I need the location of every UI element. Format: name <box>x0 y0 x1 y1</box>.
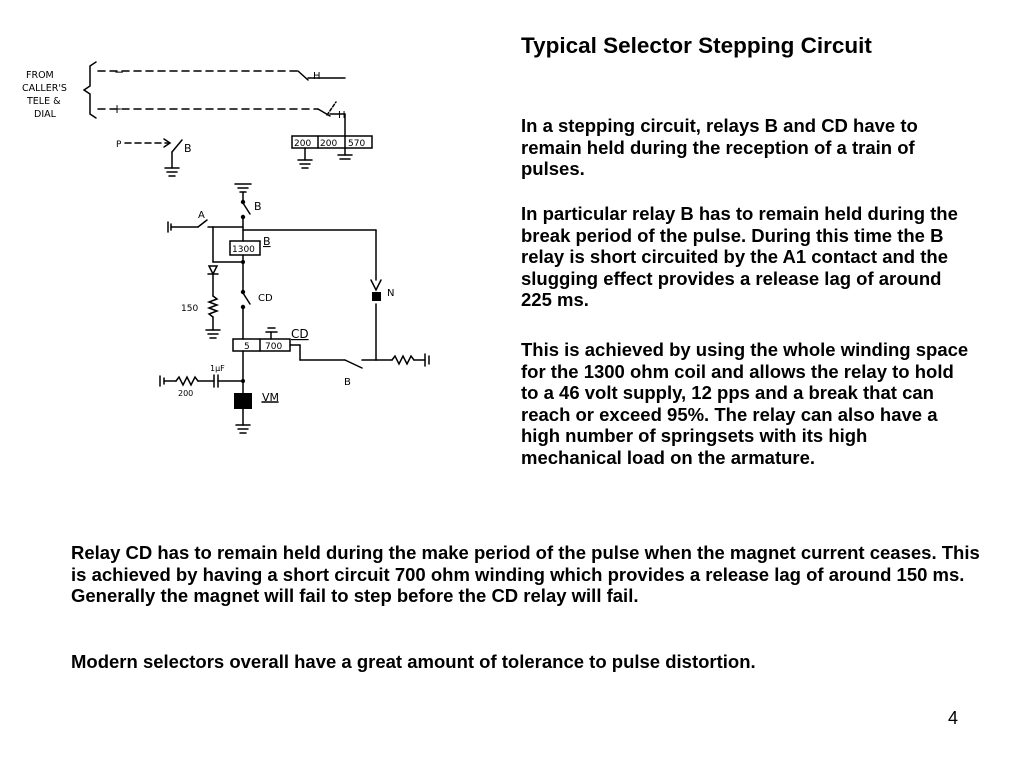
label-dial: DIAL <box>34 109 57 120</box>
label-cd-relay: CD <box>291 327 309 341</box>
slide-title: Typical Selector Stepping Circuit <box>521 33 872 58</box>
label-p: P <box>116 140 122 150</box>
label-tele: TELE & <box>26 96 61 107</box>
label-b-relay: B <box>263 235 271 248</box>
label-cd5: 5 <box>244 342 250 352</box>
label-h2: H <box>338 110 346 121</box>
label-res-200a: 200 <box>294 139 311 149</box>
stepping-circuit-diagram: FROM CALLER'S TELE & DIAL − + H H 200 20… <box>22 61 430 434</box>
label-200: 200 <box>178 389 193 398</box>
label-cap: 1μF <box>210 364 225 373</box>
label-b-contact: B <box>184 142 192 155</box>
label-plus: + <box>112 102 122 116</box>
label-from: FROM <box>26 70 54 81</box>
label-vm: VM <box>262 391 279 404</box>
label-res-570: 570 <box>348 139 365 149</box>
label-b-bottom: B <box>344 377 351 388</box>
paragraph-tolerance: Modern selectors overall have a great am… <box>71 651 756 672</box>
label-a: A <box>198 210 205 221</box>
label-callers: CALLER'S <box>22 83 67 94</box>
label-1300: 1300 <box>232 245 255 255</box>
label-res-200b: 200 <box>320 139 337 149</box>
label-150: 150 <box>181 304 198 314</box>
label-n: N <box>387 288 394 299</box>
page-number: 4 <box>948 708 959 728</box>
label-cd700: 700 <box>265 342 282 352</box>
paragraph-stepping-intro: In a stepping circuit, relays B and CD h… <box>521 115 918 180</box>
paragraph-relay-b: In particular relay B has to remain held… <box>521 203 958 311</box>
label-b-top: B <box>254 200 262 213</box>
label-minus: − <box>114 65 124 79</box>
paragraph-relay-cd: Relay CD has to remain held during the m… <box>71 542 980 607</box>
label-cd-contact: CD <box>258 293 273 304</box>
paragraph-winding-space: This is achieved by using the whole wind… <box>521 339 969 468</box>
label-h1: H <box>313 71 321 82</box>
